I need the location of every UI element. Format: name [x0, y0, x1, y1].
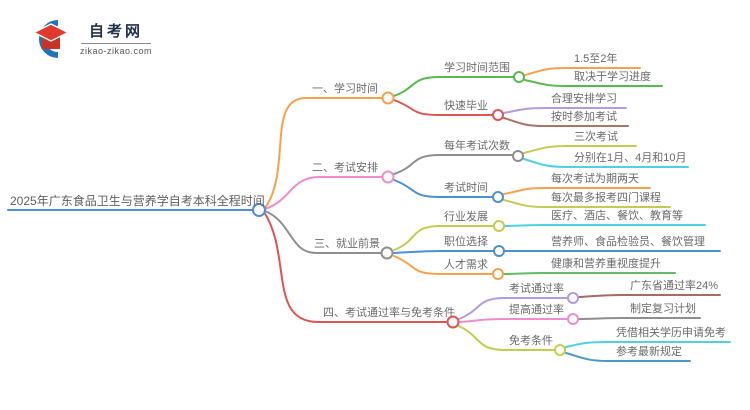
- leaf-review-plan[interactable]: 制定复习计划: [630, 303, 696, 315]
- branch-job-prospects[interactable]: 三、就业前景: [314, 238, 380, 250]
- graduation-cap-logo-icon: [32, 20, 70, 58]
- node-improve-pass-rate[interactable]: 提高通过率: [509, 304, 564, 316]
- toggle-s41[interactable]: [567, 292, 579, 304]
- leaf-three-exams[interactable]: 三次考试: [574, 131, 618, 143]
- toggle-b3[interactable]: [380, 246, 394, 260]
- leaf-depends-progress[interactable]: 取决于学习进度: [574, 71, 651, 83]
- leaf-exam-months[interactable]: 分别在1月、4月和10月: [574, 152, 687, 164]
- toggle-b4[interactable]: [446, 315, 460, 329]
- connector-s41-l1: [578, 294, 721, 298]
- branch-pass-rate[interactable]: 四、考试通过率与免考条件: [323, 307, 455, 319]
- leaf-gd-pass-rate[interactable]: 广东省通过率24%: [630, 280, 719, 292]
- connector-b4-s41: [458, 297, 568, 320]
- leaf-attend-on-time[interactable]: 按时参加考试: [551, 111, 617, 123]
- connector-s42-l1: [578, 317, 701, 320]
- connector-lines: [7, 67, 731, 362]
- node-job-options[interactable]: 职位选择: [444, 236, 488, 248]
- connector-b1-s12: [393, 99, 493, 116]
- toggle-b2[interactable]: [381, 170, 395, 184]
- connector-root-b1: [264, 97, 383, 209]
- node-exam-time[interactable]: 考试时间: [444, 182, 488, 194]
- node-study-time-range[interactable]: 学习时间范围: [444, 62, 510, 74]
- connector-s43-l2: [565, 352, 691, 362]
- connector-b4-s43: [458, 325, 555, 351]
- connector-b3-s31: [393, 225, 494, 251]
- node-industry-growth[interactable]: 行业发展: [444, 211, 488, 223]
- connector-s12-l1: [503, 107, 627, 114]
- connector-root-b4: [263, 211, 447, 323]
- toggle-s21[interactable]: [512, 150, 524, 162]
- connector-b3-s32: [393, 250, 494, 254]
- toggle-s32[interactable]: [493, 245, 505, 257]
- connector-s12-l2: [503, 117, 629, 127]
- connector-b2-s22: [393, 179, 493, 198]
- connector-s21-l2: [523, 158, 689, 168]
- toggle-root[interactable]: [252, 203, 266, 217]
- connector-s43-l1: [565, 341, 731, 348]
- toggle-s31[interactable]: [493, 220, 505, 232]
- node-toggles: [252, 71, 579, 356]
- mindmap-root-node[interactable]: 2025年广东食品卫生与营养学自考本科全程时间: [10, 194, 265, 208]
- connector-root-b3: [264, 210, 382, 254]
- toggle-s11[interactable]: [513, 71, 525, 83]
- connector-root-b2: [264, 176, 383, 210]
- connector-s33-l1: [503, 272, 676, 275]
- toggle-s42[interactable]: [567, 313, 579, 325]
- connector-b3-s33: [393, 255, 493, 275]
- site-name: 自考网: [89, 23, 144, 40]
- node-exemption[interactable]: 免考条件: [509, 335, 553, 347]
- connector-s21-l1: [523, 145, 637, 154]
- leaf-two-days[interactable]: 每次考试为期两天: [551, 173, 639, 185]
- node-fast-graduation[interactable]: 快速毕业: [444, 100, 488, 112]
- node-exams-per-year[interactable]: 每年考试次数: [444, 140, 510, 152]
- leaf-positions[interactable]: 营养师、食品检验员、餐饮管理: [551, 236, 705, 248]
- toggle-b1[interactable]: [381, 91, 395, 105]
- leaf-industries[interactable]: 医疗、酒店、餐饮、教育等: [551, 210, 683, 222]
- connector-b1-s11: [393, 76, 514, 97]
- connector-b4-s42: [458, 318, 568, 323]
- logo-text-block: 自考网 zikao-zikao.com: [80, 20, 152, 56]
- node-talent-demand[interactable]: 人才需求: [444, 259, 488, 271]
- toggle-s43[interactable]: [554, 344, 566, 356]
- site-logo[interactable]: 自考网 zikao-zikao.com: [30, 16, 152, 60]
- branch-exam-schedule[interactable]: 二、考试安排: [312, 162, 378, 174]
- connector-b2-s21: [393, 154, 513, 175]
- toggle-s33[interactable]: [492, 268, 504, 280]
- leaf-apply-exemption[interactable]: 凭借相关学历申请免考: [616, 327, 726, 339]
- connector-s22-l2: [503, 199, 671, 208]
- leaf-duration[interactable]: 1.5至2年: [574, 53, 618, 65]
- toggle-s12[interactable]: [492, 109, 504, 121]
- connector-s22-l1: [503, 187, 651, 195]
- node-exam-pass-rate[interactable]: 考试通过率: [509, 283, 564, 295]
- toggle-s22[interactable]: [492, 191, 504, 203]
- connector-s11-l2: [524, 79, 663, 87]
- connector-s11-l1: [524, 67, 641, 76]
- branch-study-time[interactable]: 一、学习时间: [312, 83, 378, 95]
- leaf-latest-rules[interactable]: 参考最新规定: [616, 346, 682, 358]
- leaf-health-focus[interactable]: 健康和营养重视度提升: [551, 258, 661, 270]
- connector-s31-l1: [504, 224, 706, 227]
- leaf-plan-study[interactable]: 合理安排学习: [551, 93, 617, 105]
- site-url: zikao-zikao.com: [80, 46, 153, 56]
- leaf-four-courses[interactable]: 每次最多报考四门课程: [551, 192, 661, 204]
- logo-divider: [81, 43, 152, 44]
